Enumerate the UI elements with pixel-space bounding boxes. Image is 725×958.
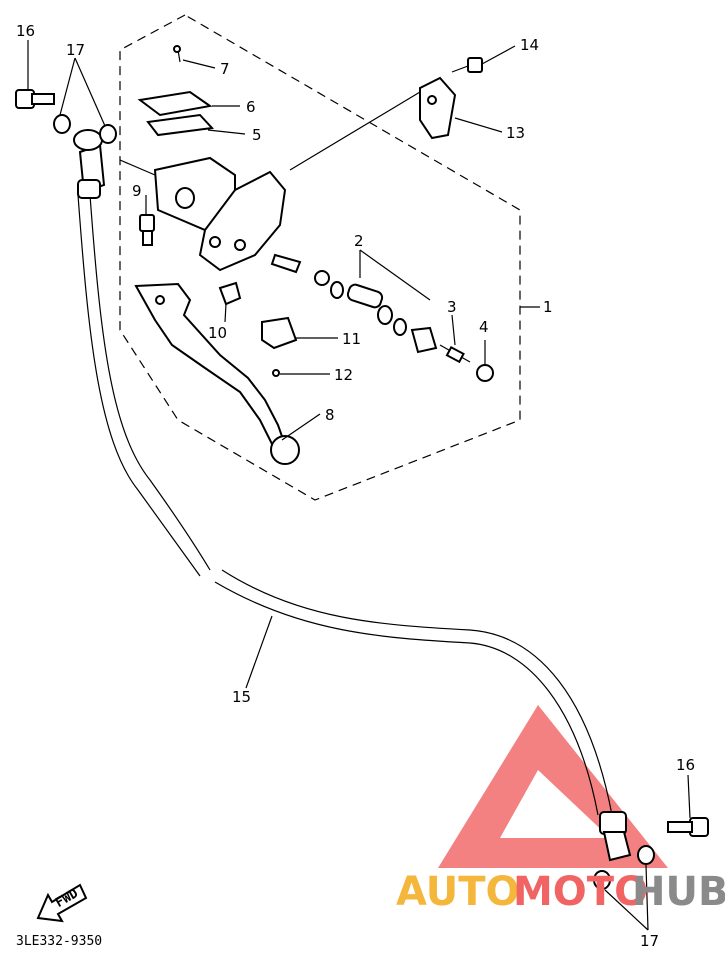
watermark-text: AUTO MOTO HUB [396,869,725,915]
hose-end-bottom [599,811,632,862]
master-cylinder-holder [419,76,457,140]
callout-6: 6 [246,98,256,116]
callout-15: 15 [232,688,251,706]
callout-5: 5 [252,126,262,144]
reservoir-cap [137,90,213,117]
callout-8: 8 [325,406,335,424]
hose-end-top [73,129,106,199]
copper-washers-top [53,114,117,144]
callout-14: 14 [520,36,539,54]
callout-4: 4 [479,318,489,336]
piston-kit [270,253,438,354]
brake-light-switch [261,316,298,350]
callout-2: 2 [354,232,364,250]
forward-direction-arrow [36,883,88,923]
callout-7: 7 [220,60,230,78]
callouts: 1 2 3 4 5 6 7 8 9 10 11 12 13 14 15 16 1… [16,22,695,950]
watermark-auto: AUTO [396,869,520,915]
callout-16-top: 16 [16,22,35,40]
callout-1: 1 [543,298,553,316]
drawing-code: 3LE332-9350 [16,934,102,949]
callout-17-bottom: 17 [640,932,659,950]
union-bolt-bottom [667,817,709,837]
master-cylinder-body [153,156,287,272]
callout-10: 10 [208,324,227,342]
callout-11: 11 [342,330,361,348]
switch-screw [272,369,280,377]
callout-17-top: 17 [66,41,85,59]
cap-screw [173,45,181,63]
callout-3: 3 [447,298,457,316]
assembly-outline-dashed [119,14,521,501]
brake-lever [134,282,300,465]
lever-pivot-nut [218,281,242,306]
callout-12: 12 [334,366,353,384]
push-rod [439,344,471,364]
push-rod-end [476,364,494,382]
watermark-hub: HUB [632,869,725,915]
watermark-moto: MOTO [513,869,648,915]
callout-16-bottom: 16 [676,756,695,774]
copper-washers-bottom [593,845,655,890]
bleed-screw [139,214,155,246]
holder-bolt [451,57,483,73]
leader-lines [27,40,691,931]
union-bolt-top [15,89,55,109]
diaphragm [146,113,215,137]
watermark-logo-triangle [438,705,668,868]
callout-9: 9 [132,182,142,200]
brake-hose [77,194,613,816]
callout-13: 13 [506,124,525,142]
